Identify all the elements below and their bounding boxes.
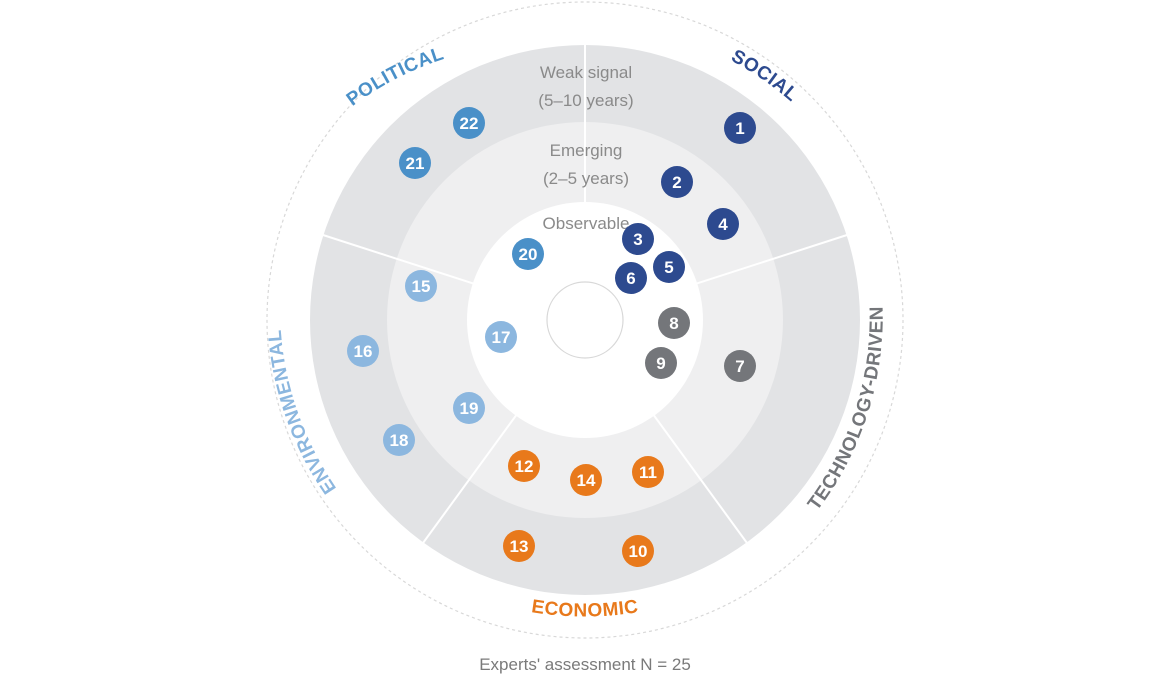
trend-marker-13 bbox=[503, 530, 535, 562]
footnote: Experts' assessment N = 25 bbox=[479, 655, 691, 674]
trend-marker-2 bbox=[661, 166, 693, 198]
trend-marker-7 bbox=[724, 350, 756, 382]
weak-signal-range: (5–10 years) bbox=[538, 91, 633, 110]
divider-technology-economic bbox=[606, 350, 748, 544]
trend-marker-6 bbox=[615, 262, 647, 294]
trend-marker-18 bbox=[383, 424, 415, 456]
trend-number-16: 16 bbox=[354, 342, 373, 361]
trend-marker-17 bbox=[485, 321, 517, 353]
sector-label-economic: ECONOMIC bbox=[530, 596, 640, 621]
trend-marker-20 bbox=[512, 238, 544, 270]
trend-marker-4 bbox=[707, 208, 739, 240]
trend-marker-16 bbox=[347, 335, 379, 367]
trend-number-22: 22 bbox=[460, 114, 479, 133]
divider-environmental-political bbox=[322, 234, 550, 309]
trend-number-17: 17 bbox=[492, 328, 511, 347]
trend-marker-14 bbox=[570, 464, 602, 496]
trend-marker-5 bbox=[653, 251, 685, 283]
trend-number-4: 4 bbox=[718, 215, 728, 234]
trend-marker-8 bbox=[658, 307, 690, 339]
trend-number-2: 2 bbox=[672, 173, 681, 192]
emerging-title: Emerging bbox=[550, 141, 623, 160]
trend-number-10: 10 bbox=[629, 542, 648, 561]
trend-number-3: 3 bbox=[633, 230, 642, 249]
trend-number-9: 9 bbox=[656, 354, 665, 373]
center-hub bbox=[546, 281, 624, 359]
emerging-range: (2–5 years) bbox=[543, 169, 629, 188]
trend-marker-19 bbox=[453, 392, 485, 424]
trend-marker-22 bbox=[453, 107, 485, 139]
trend-number-14: 14 bbox=[577, 471, 596, 490]
trend-number-5: 5 bbox=[664, 258, 673, 277]
trend-number-6: 6 bbox=[626, 269, 635, 288]
trend-number-18: 18 bbox=[390, 431, 409, 450]
trend-number-19: 19 bbox=[460, 399, 479, 418]
trend-marker-1 bbox=[724, 112, 756, 144]
trend-marker-9 bbox=[645, 347, 677, 379]
weak-signal-title: Weak signal bbox=[540, 63, 632, 82]
trend-number-20: 20 bbox=[519, 245, 538, 264]
trend-number-12: 12 bbox=[515, 457, 534, 476]
trend-marker-10 bbox=[622, 535, 654, 567]
trend-number-7: 7 bbox=[735, 357, 744, 376]
trend-number-8: 8 bbox=[669, 314, 678, 333]
divider-social-technology bbox=[620, 234, 848, 309]
trend-number-15: 15 bbox=[412, 277, 431, 296]
trend-marker-15 bbox=[405, 270, 437, 302]
trend-marker-11 bbox=[632, 456, 664, 488]
trend-number-21: 21 bbox=[406, 154, 425, 173]
outer-dashed-border bbox=[266, 1, 904, 639]
observable-title: Observable bbox=[543, 214, 630, 233]
trend-marker-12 bbox=[508, 450, 540, 482]
divider-economic-environmental bbox=[422, 350, 564, 544]
trend-marker-21 bbox=[399, 147, 431, 179]
trend-number-1: 1 bbox=[735, 119, 744, 138]
trend-number-13: 13 bbox=[510, 537, 529, 556]
trend-number-11: 11 bbox=[639, 463, 657, 482]
trend-marker-3 bbox=[622, 223, 654, 255]
